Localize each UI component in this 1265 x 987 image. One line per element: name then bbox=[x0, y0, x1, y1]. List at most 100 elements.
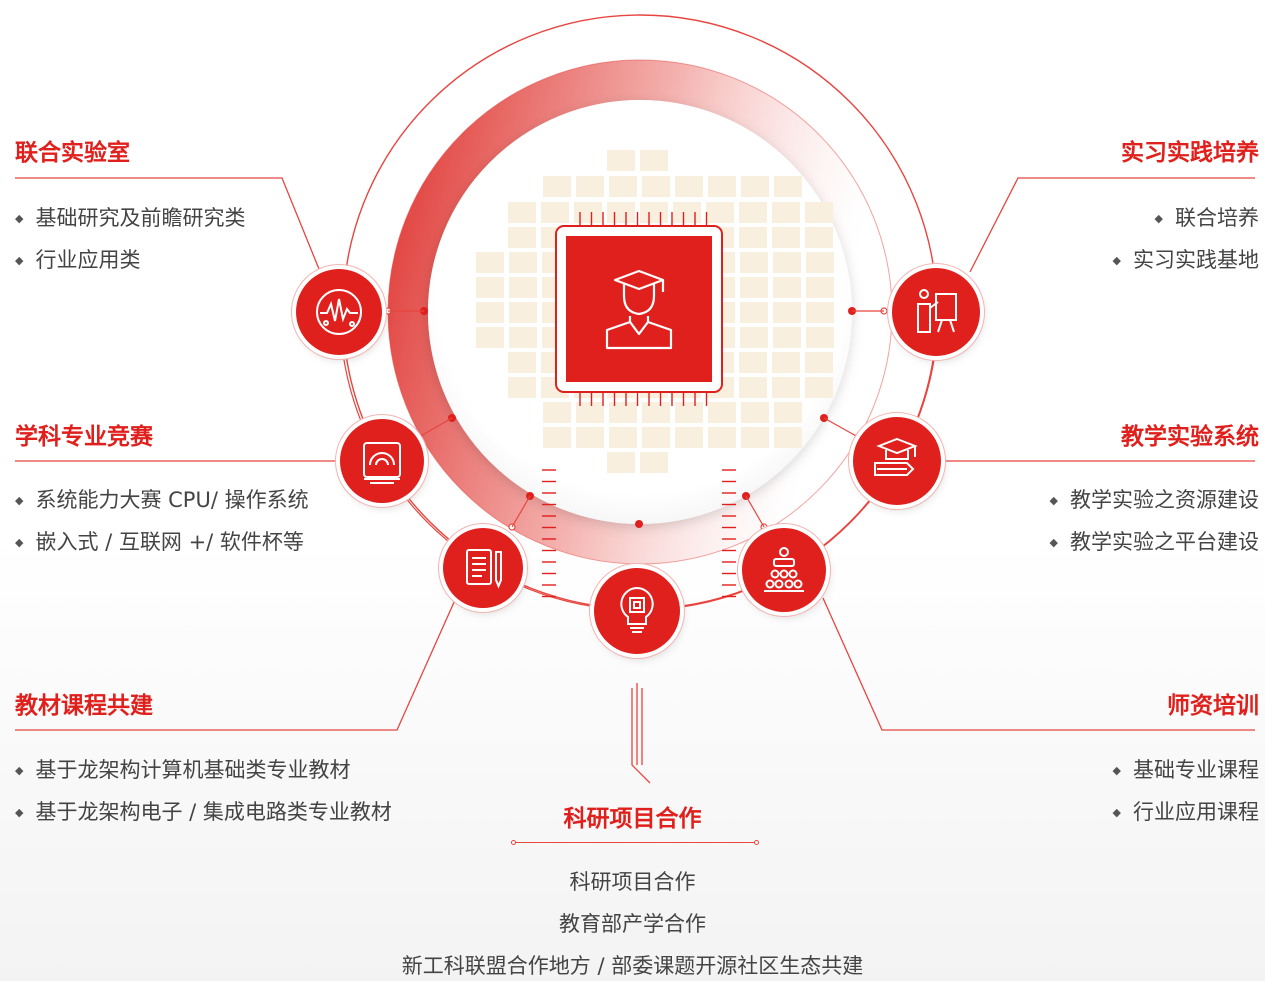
tile bbox=[543, 427, 571, 448]
tile bbox=[508, 377, 536, 398]
connector-lines bbox=[15, 177, 1255, 784]
badge-textbook bbox=[443, 528, 523, 608]
list-item: 联合培养 bbox=[1113, 197, 1259, 239]
tile bbox=[741, 427, 769, 448]
tile bbox=[509, 252, 537, 273]
tile bbox=[609, 402, 637, 423]
tile bbox=[476, 302, 504, 323]
tile bbox=[806, 277, 834, 298]
tile bbox=[541, 202, 569, 223]
competition-title: 学科专业竞赛 bbox=[15, 424, 153, 450]
badge-competition bbox=[340, 419, 424, 503]
tile bbox=[609, 427, 637, 448]
tile bbox=[708, 176, 736, 197]
tile bbox=[806, 327, 834, 348]
research-list: 科研项目合作 教育部产学合作 新工科联盟合作地方 / 部委课题开源社区生态共建 bbox=[0, 861, 1265, 987]
tile bbox=[675, 176, 703, 197]
tile bbox=[607, 452, 635, 473]
tile bbox=[772, 377, 800, 398]
tile bbox=[509, 277, 537, 298]
tile bbox=[642, 402, 670, 423]
waveform-lab-icon bbox=[316, 289, 362, 335]
tile bbox=[772, 227, 800, 248]
tile bbox=[476, 252, 504, 273]
tile bbox=[675, 427, 703, 448]
textbook-title: 教材课程共建 bbox=[15, 693, 153, 719]
internship-list: 联合培养 实习实践基地 bbox=[1113, 197, 1259, 281]
certificate-scroll-icon bbox=[363, 442, 401, 484]
tile bbox=[740, 252, 768, 273]
badge-internship bbox=[892, 268, 980, 356]
tile bbox=[607, 202, 635, 223]
joint-lab-title: 联合实验室 bbox=[15, 140, 130, 166]
list-item: 科研项目合作 bbox=[569, 870, 696, 894]
joint-lab-list: 基础研究及前瞻研究类 行业应用类 bbox=[15, 197, 245, 281]
tile bbox=[508, 352, 536, 373]
tile bbox=[543, 176, 571, 197]
tile bbox=[543, 402, 571, 423]
tile bbox=[739, 352, 767, 373]
lecture-audience-icon bbox=[764, 547, 804, 592]
teaching-lab-title: 教学实验系统 bbox=[1121, 424, 1259, 450]
badge-teacher-training bbox=[742, 528, 826, 612]
tile bbox=[706, 202, 734, 223]
tile bbox=[576, 427, 604, 448]
badge-research bbox=[594, 568, 680, 654]
tile bbox=[773, 277, 801, 298]
chip-lightbulb-icon bbox=[620, 586, 654, 633]
teacher-training-list: 基础专业课程 行业应用课程 bbox=[1113, 749, 1259, 833]
list-item: 嵌入式 / 互联网 +/ 软件杯等 bbox=[15, 521, 309, 563]
list-item: 教学实验之资源建设 bbox=[1050, 479, 1259, 521]
tile bbox=[805, 202, 833, 223]
competition-list: 系统能力大赛 CPU/ 操作系统 嵌入式 / 互联网 +/ 软件杯等 bbox=[15, 479, 309, 563]
tile bbox=[640, 150, 668, 171]
list-item: 基于龙架构电子 / 集成电路类专业教材 bbox=[15, 791, 391, 833]
tile bbox=[739, 202, 767, 223]
tile bbox=[773, 252, 801, 273]
tile bbox=[708, 427, 736, 448]
tile bbox=[740, 277, 768, 298]
list-item: 系统能力大赛 CPU/ 操作系统 bbox=[15, 479, 308, 521]
list-item: 行业应用类 bbox=[15, 239, 245, 281]
tile bbox=[509, 327, 537, 348]
tile bbox=[741, 176, 769, 197]
tile bbox=[805, 352, 833, 373]
book-mortarboard-icon bbox=[874, 437, 918, 476]
list-item: 实习实践基地 bbox=[1113, 239, 1259, 281]
tile bbox=[642, 176, 670, 197]
tile bbox=[509, 302, 537, 323]
tile bbox=[740, 327, 768, 348]
tile bbox=[476, 327, 504, 348]
tile bbox=[576, 176, 604, 197]
tile bbox=[574, 202, 602, 223]
gradient-ring bbox=[388, 60, 892, 564]
tile bbox=[773, 327, 801, 348]
tile bbox=[673, 202, 701, 223]
tile bbox=[805, 227, 833, 248]
hub-chip bbox=[542, 212, 736, 598]
tile bbox=[772, 202, 800, 223]
list-item: 教育部产学合作 bbox=[559, 912, 706, 936]
tile bbox=[640, 452, 668, 473]
tile bbox=[739, 377, 767, 398]
tile bbox=[642, 427, 670, 448]
notepad-pen-icon bbox=[466, 549, 502, 589]
tile bbox=[772, 352, 800, 373]
teacher-training-title: 师资培训 bbox=[1167, 693, 1259, 719]
teaching-lab-list: 教学实验之资源建设 教学实验之平台建设 bbox=[1050, 479, 1259, 563]
tile bbox=[806, 252, 834, 273]
tile bbox=[708, 402, 736, 423]
tile bbox=[741, 402, 769, 423]
tile bbox=[805, 377, 833, 398]
badge-joint-lab bbox=[296, 269, 382, 355]
list-item: 教学实验之平台建设 bbox=[1050, 521, 1259, 563]
tile bbox=[774, 176, 802, 197]
tile bbox=[774, 427, 802, 448]
tile bbox=[576, 402, 604, 423]
tile bbox=[476, 277, 504, 298]
tile bbox=[609, 176, 637, 197]
list-item: 新工科联盟合作地方 / 部委课题开源社区生态共建 bbox=[401, 954, 864, 978]
tile bbox=[806, 302, 834, 323]
tile bbox=[640, 202, 668, 223]
